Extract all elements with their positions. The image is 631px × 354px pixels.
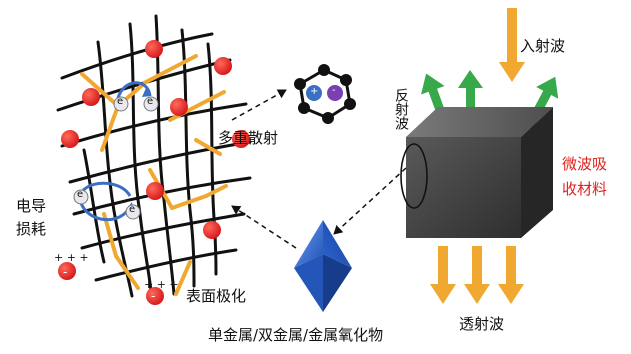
transmitted-wave-label: 透射波 [459,315,505,333]
caption: 单金属/双金属/金属氧化物 [208,326,384,344]
incident-wave-label: 入射波 [520,37,566,55]
dashed-arrows [231,89,407,249]
ring-minus-label: - [332,85,336,96]
absorber-cube [406,107,553,238]
electron-label: e [147,96,154,107]
electron-hopping [73,81,159,221]
red-particles [58,40,250,305]
crystal-icon [294,220,352,312]
electron-label: e [77,189,84,200]
red-particle [61,130,79,148]
red-particle [232,130,250,148]
multiple-scattering-label: 多重散射 [218,129,279,147]
reflection-highlight [400,143,428,209]
surface-polarization-label: 表面极化 [186,287,247,305]
red-particle [203,221,221,239]
red-particle [214,57,232,75]
absorber-label-line2: 收材料 [562,180,608,198]
electron-label: e [129,204,136,215]
charge-minus-label: - [63,265,68,279]
ring-plus-label: + [310,86,319,97]
charge-minus-label: - [151,289,156,303]
ring-molecule [294,64,356,124]
absorber-label-line1: 微波吸 [562,155,608,173]
ring-electron [306,85,322,101]
red-particle [145,40,163,58]
conduction-loss-label-line1: 电导 [16,197,47,215]
reflected-wave-label: 反射波 [393,88,409,130]
red-particle [82,88,100,106]
red-particle [146,182,164,200]
red-particle [170,98,188,116]
transmitted-wave-arrows [430,246,524,304]
incident-wave-arrow [499,8,525,82]
electron-label: e [117,96,124,107]
red-particle [146,287,164,305]
conduction-loss-label-line2: 损耗 [16,220,47,238]
scattering-paths [80,54,228,296]
ring-hole [327,85,343,101]
charge-plus-label: + + + [144,278,179,291]
charge-plus-label: + + + [54,251,89,264]
red-particle [58,262,76,280]
